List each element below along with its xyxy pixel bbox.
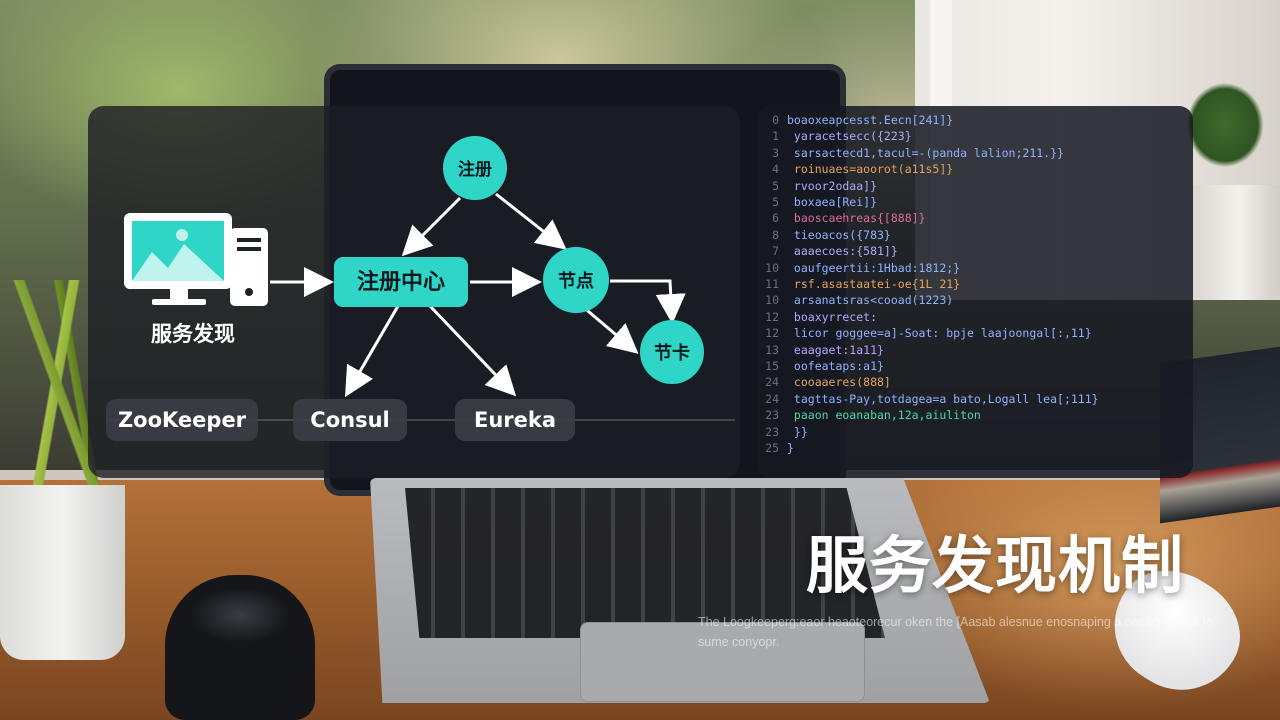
code-line-number: 4	[772, 162, 779, 177]
code-line-number: 6	[772, 211, 779, 226]
arrow-node-to-card	[581, 304, 639, 354]
arrow-hub-to-eureka	[428, 304, 517, 397]
node-a-label: 节点	[558, 270, 594, 292]
code-line-number: 23	[765, 424, 779, 439]
code-line: 24 cooaaeres(888]	[757, 374, 891, 390]
code-line: 23 }}	[757, 424, 808, 440]
code-line-number: 25	[765, 441, 779, 455]
code-line-text: rsf.asastaatei-oe{1L 21}	[787, 277, 961, 291]
code-line-number: 10	[765, 260, 779, 275]
page-subtitle: The Loogkeeperg:eaor heaoteorecur oken t…	[698, 615, 1213, 649]
arrow-node-to-node	[610, 279, 686, 324]
hub-label: 注册中心	[357, 269, 445, 295]
code-line-text: eaagaet:1a11}	[787, 342, 884, 357]
diagram-arrows	[270, 192, 686, 398]
code-line-text: boaxyrrecet:	[787, 309, 878, 324]
code-line-number: 1	[772, 129, 779, 144]
code-line-text: boaoxeapcesst.Eecn[241]}	[787, 113, 954, 127]
code-line-text: roinuaes=aoorot(a11s5]}	[787, 162, 954, 177]
pill-consul: Consul	[293, 399, 407, 441]
pill-zookeeper: ZooKeeper	[106, 399, 258, 441]
code-line-number: 7	[772, 244, 779, 259]
code-line: 5 boxaea[Rei]}	[757, 194, 877, 210]
code-line: 10 oaufgeertii:1Hbad:1812;}	[757, 260, 960, 276]
code-line: 13 eaagaet:1a11}	[757, 342, 884, 358]
code-line: 6 baoscaehreas{[888]}	[757, 210, 925, 226]
code-line-text: baoscaehreas{[888]}	[787, 211, 926, 226]
code-line-number: 0	[772, 113, 779, 127]
code-line-text: aaaecoes:{581]}	[787, 244, 898, 259]
code-line-number: 23	[765, 408, 779, 423]
code-line-number: 10	[765, 293, 779, 308]
code-line: 15 oofeataps:a1}	[757, 358, 884, 374]
laptop-keyboard	[405, 488, 885, 638]
code-line-text: sarsactecd1,tacul=-(panda lalion;211.}}	[787, 145, 1064, 160]
code-line-number: 3	[772, 145, 779, 160]
code-line: 25}	[757, 440, 794, 456]
code-line-text: arsanatsras<cooad(1223)	[787, 293, 954, 308]
plant-left-pot	[0, 485, 125, 660]
node-register: 注册	[443, 136, 507, 200]
code-line: 3 sarsactecd1,tacul=-(panda lalion;211.}…	[757, 145, 1064, 161]
code-line-number: 15	[765, 359, 779, 373]
code-line-number: 11	[765, 277, 779, 291]
node-b: 节卡	[640, 320, 704, 384]
arrow-hub-to-consul	[344, 305, 400, 398]
code-line-text: rvoor2odaa]}	[787, 178, 878, 193]
code-line-number: 13	[765, 342, 779, 357]
node-register-label: 注册	[458, 159, 492, 180]
code-line: 8 tieoacos({783}	[757, 227, 891, 243]
code-line-text: oaufgeertii:1Hbad:1812;}	[787, 260, 961, 275]
page-title: 服务发现机制	[806, 529, 1185, 602]
code-line-number: 12	[765, 309, 779, 324]
arrow-register-to-node	[495, 192, 567, 250]
code-line: 1 yaracetsecc({223}	[757, 128, 912, 144]
plant-right-pot	[1190, 185, 1280, 300]
code-line-text: }	[787, 441, 794, 455]
code-line: 4 roinuaes=aoorot(a11s5]}	[757, 161, 953, 177]
code-line-text: tagttas-Pay,totdagea=a bato,Logall lea[;…	[787, 391, 1099, 406]
code-line-text: paaon eoanaban,12a,aiuliton	[787, 408, 981, 423]
node-b-label: 节卡	[654, 342, 690, 364]
code-line: 11 rsf.asastaatei-oe{1L 21}	[757, 276, 960, 292]
code-line-text: licor goggee=a]-Soat: bpje laajoongal[:,…	[787, 326, 1092, 341]
code-line-number: 12	[765, 326, 779, 341]
code-line-text: yaracetsecc({223}	[787, 129, 912, 144]
code-line-text: }}	[787, 424, 808, 439]
code-line-number: 5	[772, 195, 779, 209]
service-discovery-label: 服务发现	[151, 322, 235, 346]
code-line: 7 aaaecoes:{581]}	[757, 243, 898, 259]
code-line-number: 8	[772, 227, 779, 242]
code-line: 24 tagttas-Pay,totdagea=a bato,Logall le…	[757, 391, 1099, 407]
code-line-text: cooaaeres(888]	[787, 375, 891, 390]
node-registry-hub: 注册中心	[334, 257, 468, 307]
code-line: 12 boaxyrrecet:	[757, 309, 877, 325]
laptop-trackpad	[580, 622, 865, 702]
node-a: 节点	[543, 247, 609, 313]
code-line-text: tieoacos({783}	[787, 227, 891, 242]
code-line: 10 arsanatsras<cooad(1223)	[757, 292, 953, 308]
code-line-number: 5	[772, 178, 779, 193]
code-line-text: oofeataps:a1}	[787, 359, 884, 373]
coffee-cup	[165, 575, 315, 720]
code-line-number: 24	[765, 375, 779, 390]
code-line: 5 rvoor2odaa]}	[757, 178, 877, 194]
pill-eureka: Eureka	[455, 399, 575, 441]
code-line: 0 boaoxeapcesst.Eecn[241]}	[757, 112, 953, 128]
code-line-text: boxaea[Rei]}	[787, 195, 878, 209]
code-line-number: 24	[765, 391, 779, 406]
code-line: 12 licor goggee=a]-Soat: bpje laajoongal…	[757, 325, 1092, 341]
computer-icon	[124, 213, 268, 306]
arrow-register-to-hub	[401, 196, 462, 257]
code-line: 23 paaon eoanaban,12a,aiuliton	[757, 407, 981, 423]
